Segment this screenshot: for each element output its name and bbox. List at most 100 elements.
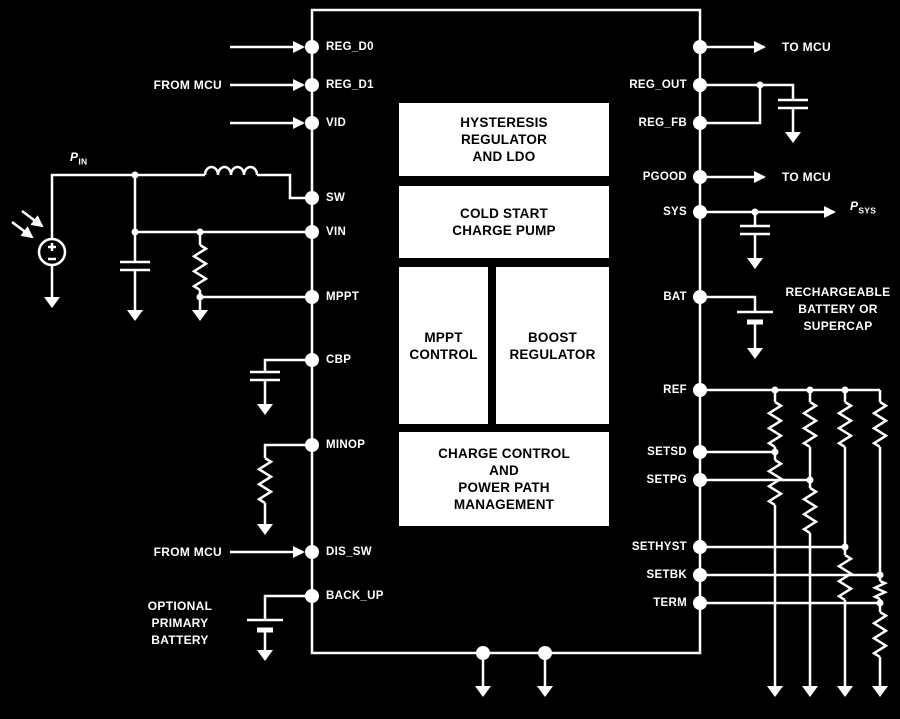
divider-resistor (766, 458, 784, 507)
divider-resistor (766, 400, 784, 449)
pin-label-sys: SYS (663, 206, 687, 218)
wire-cbp (263, 358, 306, 372)
block-mppt-control: MPPT CONTROL (399, 267, 488, 424)
pin-setsd (693, 445, 707, 459)
pin-label-reg-d0: REG_D0 (326, 41, 374, 53)
pin-label-sethyst: SETHYST (631, 541, 687, 553)
pin-label-reg-d1: REG_D1 (326, 79, 374, 91)
pin-sys (693, 205, 707, 219)
p-sys-label: PSYS (850, 199, 876, 215)
minop-resistor (256, 456, 274, 505)
ground-symbol (837, 686, 853, 697)
ground-symbol (192, 310, 208, 321)
block-charge-control: CHARGE CONTROL AND POWER PATH MANAGEMENT (399, 432, 609, 526)
pin-label-reg-out: REG_OUT (629, 79, 687, 91)
pin-reg-out (693, 78, 707, 92)
pin-setbk (693, 568, 707, 582)
block-label: HYSTERESIS REGULATOR AND LDO (460, 115, 548, 164)
right-wiring (706, 41, 889, 686)
pin-sethyst (693, 540, 707, 554)
mppt-resistor (191, 243, 209, 292)
block-label: CHARGE CONTROL AND POWER PATH MANAGEMENT (438, 446, 570, 512)
pin-cbp (305, 353, 319, 367)
divider-resistor (801, 400, 819, 449)
ground-symbol (747, 258, 763, 269)
pin-reg-d1 (305, 78, 319, 92)
pin-label-mppt: MPPT (326, 291, 360, 303)
ground-symbols (44, 132, 888, 697)
pin-pgood (693, 170, 707, 184)
block-label: COLD START CHARGE PUMP (452, 206, 556, 238)
from-mcu-top-label: FROM MCU (153, 78, 222, 92)
wire-backup (263, 594, 306, 620)
left-wiring (50, 41, 547, 686)
pin-gnd-2 (538, 646, 552, 660)
divider-resistor (836, 553, 854, 602)
light-ray-icon (11, 221, 34, 239)
primary-battery-note: OPTIONAL PRIMARY BATTERY (147, 599, 213, 647)
pin-sw (305, 191, 319, 205)
wire-minop (263, 443, 306, 458)
pin-label-vin: VIN (326, 226, 347, 238)
pin-label-setbk: SETBK (646, 569, 687, 581)
from-mcu-bottom-label: FROM MCU (153, 545, 222, 559)
p-sys-main: P (850, 199, 859, 213)
inductor (203, 165, 259, 176)
pin-label-pgood: PGOOD (642, 171, 687, 183)
wire-reg-out (706, 83, 795, 100)
block-cold-start-charge-pump: COLD START CHARGE PUMP (399, 186, 609, 258)
pin-label-back-up: BACK_UP (326, 590, 384, 602)
ground-symbol (747, 348, 763, 359)
ground-symbol (44, 297, 60, 308)
pin-label-setsd: SETSD (647, 446, 687, 458)
rechargeable-battery-note: RECHARGEABLE BATTERY OR SUPERCAP (785, 285, 891, 333)
light-ray-icon (21, 210, 44, 228)
ground-symbol (257, 524, 273, 535)
divider-resistor (871, 610, 889, 659)
pin-minop (305, 438, 319, 452)
pin-setpg (693, 473, 707, 487)
pin-back-up (305, 589, 319, 603)
pin-label-vid: VID (326, 117, 347, 129)
to-mcu-pgood-label: TO MCU (782, 170, 831, 184)
ground-symbol (537, 686, 553, 697)
divider-resistor (871, 400, 889, 449)
pin-bat (693, 290, 707, 304)
pin-label-reg-fb: REG_FB (638, 117, 687, 129)
pv-cell-symbol (11, 210, 67, 267)
ground-symbol (802, 686, 818, 697)
pin-label-dis-sw: DIS_SW (326, 546, 372, 558)
ground-symbol (767, 686, 783, 697)
ground-symbol (257, 404, 273, 415)
pin-label-ref: REF (663, 384, 687, 396)
wire-reg-fb (706, 85, 762, 125)
ground-symbol (475, 686, 491, 697)
pin-label-setpg: SETPG (646, 474, 687, 486)
p-in-main: P (70, 150, 79, 164)
pin-mppt (305, 290, 319, 304)
pin-label-sw: SW (326, 192, 346, 204)
junction-dots (131, 81, 884, 607)
divider-resistor (871, 579, 889, 601)
pin-vin (305, 225, 319, 239)
pin-ref (693, 383, 707, 397)
p-in-sub: IN (78, 156, 88, 167)
pin-gnd-1 (476, 646, 490, 660)
block-label: MPPT CONTROL (409, 329, 478, 362)
ground-symbol (257, 650, 273, 661)
pins (305, 40, 707, 660)
ground-symbol (127, 310, 143, 321)
block-hysteresis-regulator: HYSTERESIS REGULATOR AND LDO (399, 103, 609, 176)
pin-label-bat: BAT (663, 291, 687, 303)
block-label: BOOST REGULATOR (509, 329, 596, 362)
pin-label-minop: MINOP (326, 439, 366, 451)
pin-reg-fb (693, 116, 707, 130)
p-sys-sub: SYS (858, 205, 877, 216)
ground-symbol (785, 132, 801, 143)
wire-sw (257, 173, 306, 200)
pin-vid (305, 116, 319, 130)
pin-dis-sw (305, 545, 319, 559)
block-boost-regulator: BOOST REGULATOR (496, 267, 609, 424)
